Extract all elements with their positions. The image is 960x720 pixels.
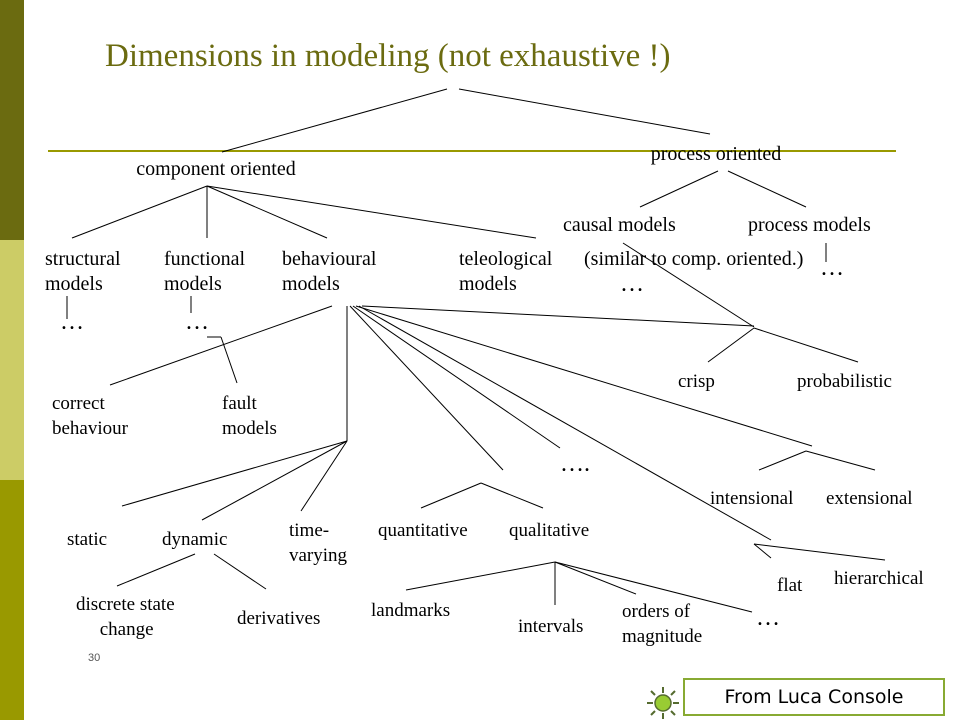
node-time-varying: time- varying (289, 520, 348, 566)
node-extensional: extensional (826, 488, 913, 509)
node-quantitative: quantitative (378, 520, 468, 541)
ellipsis-functional: … (185, 309, 209, 335)
node-component-oriented: component oriented (136, 158, 296, 180)
slide-title: Dimensions in modeling (not exhaustive !… (105, 38, 671, 74)
node-orders-of-magnitude: orders of magnitude (622, 601, 703, 647)
ellipsis-teleological: … (620, 271, 644, 297)
ellipsis-process: … (820, 255, 844, 281)
node-landmarks: landmarks (371, 600, 451, 621)
node-structural-models: structural models (45, 248, 121, 295)
node-qualitative: qualitative (509, 520, 590, 541)
node-teleological-models: teleological models (459, 248, 553, 295)
node-dynamic: dynamic (162, 529, 228, 550)
node-intensional: intensional (710, 488, 794, 509)
node-flat: flat (777, 575, 803, 596)
node-causal-models: causal models (563, 214, 676, 236)
node-crisp: crisp (678, 371, 715, 392)
node-derivatives: derivatives (237, 608, 321, 629)
ellipsis-qualitative: … (756, 605, 780, 631)
node-fault-models: fault models (222, 393, 277, 439)
ellipsis-behavioural: …. (560, 451, 590, 477)
sidebar-band-light (0, 240, 24, 480)
similar-note: (similar to comp. oriented.) (584, 248, 804, 270)
node-intervals: intervals (518, 616, 584, 637)
page-number: 30 (88, 652, 101, 664)
sidebar-band-dark (0, 0, 24, 240)
title-rule (48, 150, 896, 152)
node-process-models: process models (748, 214, 871, 236)
node-probabilistic: probabilistic (797, 371, 892, 392)
node-correct-behaviour: correct behaviour (52, 393, 128, 439)
node-behavioural-models: behavioural models (282, 248, 377, 295)
ellipsis-structural: … (60, 309, 84, 335)
node-functional-models: functional models (164, 248, 246, 295)
node-hierarchical: hierarchical (834, 568, 924, 589)
node-discrete-state-change: discrete state change (76, 594, 175, 640)
sidebar-band-olive (0, 480, 24, 720)
credit-box: From Luca Console (683, 678, 945, 716)
sun-icon (647, 687, 679, 719)
node-static: static (67, 529, 108, 550)
node-process-oriented: process oriented (650, 143, 782, 165)
